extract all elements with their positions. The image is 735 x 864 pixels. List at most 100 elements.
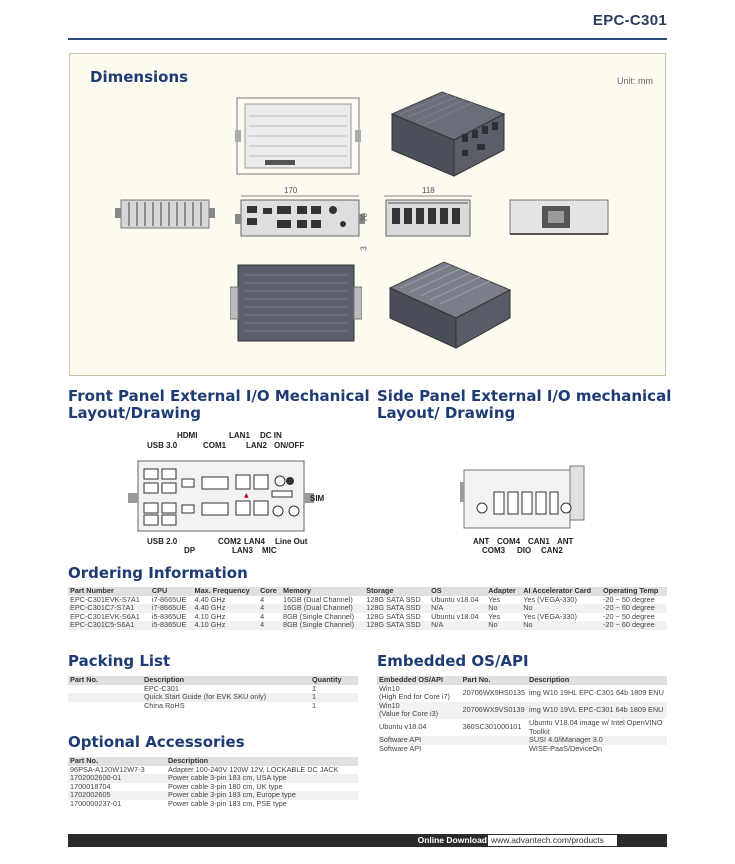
accessories-title: Optional Accessories <box>68 733 245 751</box>
cell: 20706WX9HS0135 <box>462 687 526 697</box>
cell: 128G SATA SSD <box>366 594 421 604</box>
cell: SUSI 4.0/iManager 3.0 <box>527 736 667 745</box>
cell: 4.10 GHz <box>192 621 259 630</box>
cell: 4 <box>260 594 265 604</box>
cell: N/A <box>429 621 487 630</box>
os-note: (Value for Core i3) <box>379 709 439 719</box>
col-max-frequency: Max. Frequency <box>192 586 259 596</box>
label-onoff: ON/OFF <box>274 441 305 450</box>
cell: -20 ~ 50 degree <box>602 594 655 604</box>
cell: Yes <box>488 594 501 604</box>
cell: Adapter 100-240V 120W 12V, LOCKABLE DC J… <box>168 764 339 774</box>
table-row: Win10(Value for Core i3) 20706WX9VS0139 … <box>377 700 667 719</box>
cell: Software API <box>377 736 461 745</box>
table-row: Win10(High End for Core i7) 20706WX9HS01… <box>377 684 667 702</box>
cell: 360SC301000101 <box>462 722 522 732</box>
label-side-ant2: ANT <box>557 537 574 546</box>
side-io-view-drawing <box>384 195 472 237</box>
label-dcin: DC IN <box>260 431 282 440</box>
right-side-view-drawing <box>509 199 609 235</box>
cell <box>461 745 527 754</box>
cell <box>460 736 528 745</box>
label-side-ant1: ANT <box>473 537 490 546</box>
label-lan2: LAN2 <box>246 441 267 450</box>
os-name: Win10 <box>379 700 400 710</box>
col-memory: Memory <box>281 586 365 596</box>
cell: EPC-C301C5-S6A1 <box>68 621 150 630</box>
cell <box>68 702 142 711</box>
download-url-link[interactable]: www.advantech.com/products <box>488 835 617 846</box>
front-panel-title-line1: Front Panel External I/O Mechanical <box>68 387 370 405</box>
foot-dimension: 3 <box>359 246 369 251</box>
cell: i5-8365UE <box>151 611 187 621</box>
label-side-dio: DIO <box>517 546 532 555</box>
desc-line: Toolkit <box>529 726 550 736</box>
embedded-os-title: Embedded OS/API <box>377 652 529 670</box>
cell <box>68 685 142 694</box>
cell: Power cable 3-pin 183 cm, PSE type <box>168 798 287 808</box>
cell: 8GB (Single Channel) <box>281 621 365 630</box>
col-part-no: Part No. <box>460 675 528 685</box>
cell: 20706WX9VS0139 <box>460 701 528 719</box>
dimensions-title: Dimensions <box>90 68 189 86</box>
ordering-header-row: Part Number CPU Max. Frequency Core Memo… <box>68 586 667 596</box>
cell: 4.40 GHz <box>194 594 226 604</box>
header-rule <box>68 38 667 40</box>
cell: 128G SATA SSD <box>364 604 430 613</box>
bottom-view-drawing <box>230 264 362 342</box>
cell: -20 ~ 60 degree <box>600 621 667 630</box>
left-side-view-drawing <box>115 199 215 229</box>
cell: 1700018704 <box>70 781 111 791</box>
cell: EPC-C301EVK-S7A1 <box>70 594 140 604</box>
label-mic: MIC <box>262 546 277 555</box>
cell: EPC-C301 <box>144 683 179 693</box>
cell: Quick Start Guide (for EVK SKU only) <box>142 693 310 702</box>
cell: 128G SATA SSD <box>366 611 421 621</box>
cell: 96PSA-A120W12W7-3 <box>70 764 145 774</box>
cell: 1700000237-01 <box>70 798 122 808</box>
label-side-can2: CAN2 <box>541 546 563 555</box>
col-part-number: Part Number <box>68 586 150 596</box>
cell: 4.40 GHz <box>192 604 259 613</box>
table-row: Software API SUSI 4.0/iManager 3.0 <box>377 736 667 745</box>
front-panel-title-line2: Layout/Drawing <box>68 404 202 422</box>
front-view-drawing <box>235 195 365 237</box>
label-usb20: USB 2.0 <box>147 537 178 546</box>
cell: No <box>486 621 522 630</box>
cell: i7-8665UE <box>151 594 187 604</box>
cell: Win10(Value for Core i3) <box>377 700 461 719</box>
label-usb30: USB 3.0 <box>147 441 178 450</box>
col-adapter: Adapter <box>486 586 522 596</box>
side-panel-title-line1: Side Panel External I/O mechanical <box>377 387 672 405</box>
cell: No <box>486 604 522 613</box>
cell: 4 <box>260 611 265 621</box>
cell: No <box>521 621 601 630</box>
unit-label: Unit: mm <box>617 76 653 86</box>
height-dimension: 70 <box>359 213 369 222</box>
cell: Win10(High End for Core i7) <box>377 684 461 702</box>
side-panel-drawing <box>460 465 585 529</box>
iso-view-bottom-drawing <box>388 261 512 349</box>
col-embedded-os: Embedded OS/API <box>377 675 461 685</box>
label-lan3: LAN3 <box>232 546 253 555</box>
table-row: 1700000237-01 Power cable 3-pin 183 cm, P… <box>68 798 358 809</box>
col-description: Description <box>166 756 358 766</box>
ordering-title: Ordering Information <box>68 564 248 582</box>
cell: i5-8365UE <box>149 621 193 630</box>
col-core: Core <box>258 586 282 596</box>
cell: 1 <box>310 693 358 702</box>
cell: Yes (VEGA-330) <box>523 611 577 621</box>
cell: 128G SATA SSD <box>364 621 430 630</box>
table-row: Ubuntu v18.04 360SC301000101 Ubuntu V18.… <box>377 718 667 736</box>
cell: 1702002605 <box>68 791 166 800</box>
